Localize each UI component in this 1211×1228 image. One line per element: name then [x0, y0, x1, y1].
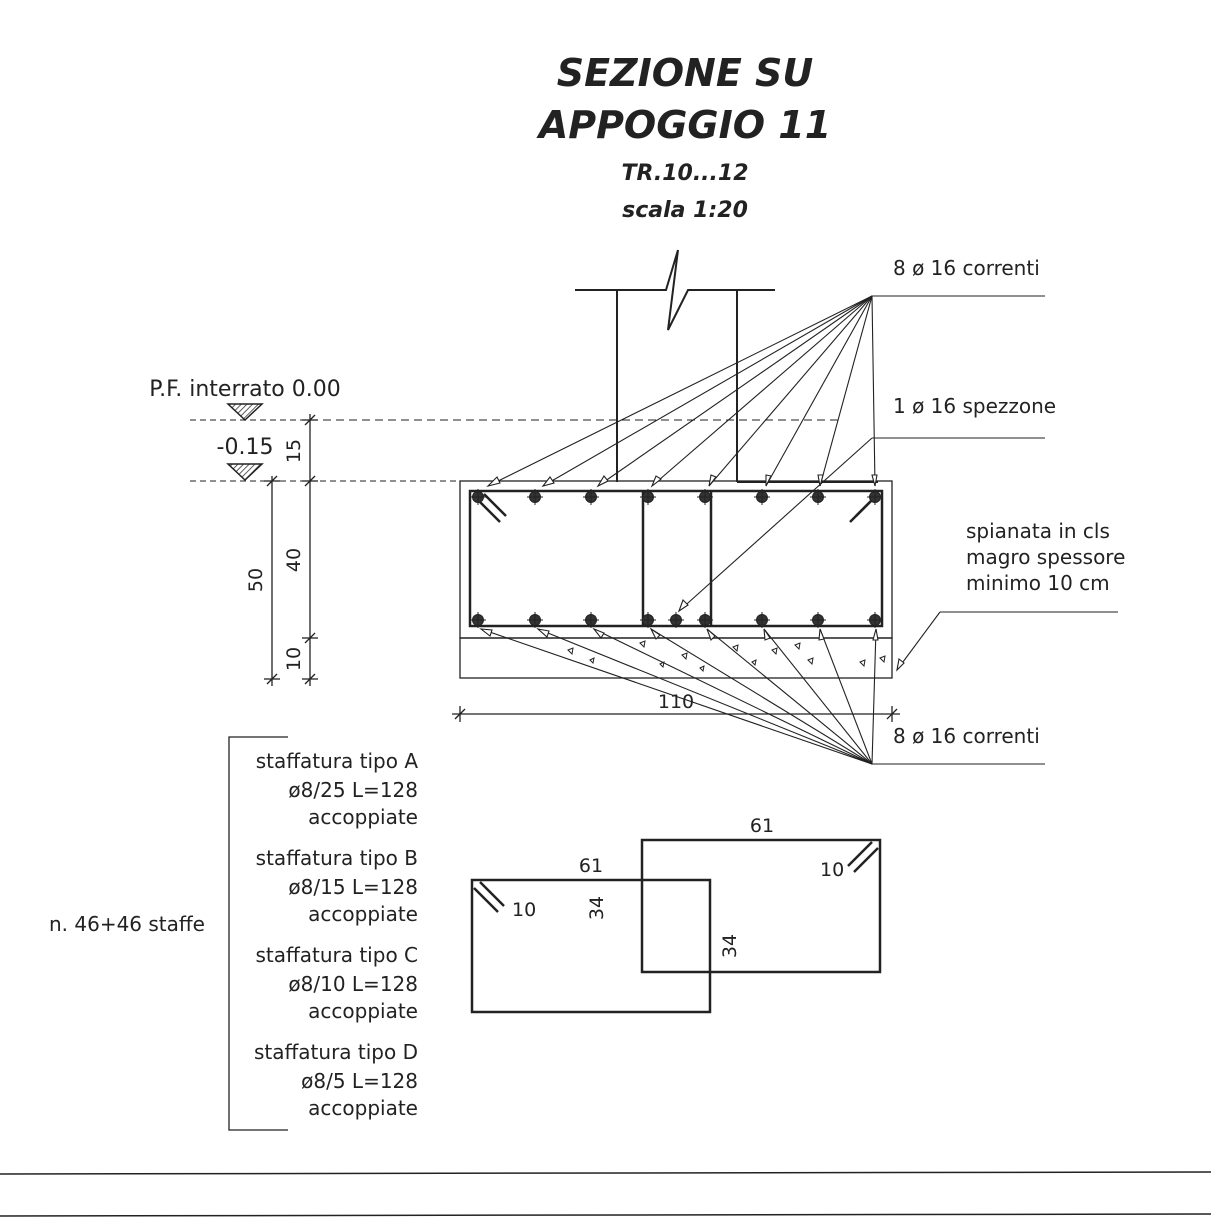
- shape-height-a: 34: [586, 896, 608, 920]
- level-triangle-top: [226, 403, 264, 422]
- callout-concrete-line3: minimo 10 cm: [966, 571, 1110, 595]
- stirrup-type-name: staffatura tipo B: [256, 846, 418, 870]
- shape-height-b: 34: [719, 934, 741, 958]
- shape-width-a: 61: [579, 855, 603, 877]
- stirrup-count-label: n. 46+46 staffe: [49, 912, 205, 936]
- shape-width-b: 61: [750, 815, 774, 837]
- stirrup-bracket: [228, 736, 288, 1131]
- dim-width-110: 110: [658, 691, 694, 713]
- stirrup-type-name: staffatura tipo D: [254, 1040, 418, 1064]
- drawing-title-line2: APPOGGIO 11: [536, 103, 831, 147]
- drawing-subtitle: TR.10...12: [621, 161, 748, 186]
- stirrup-type-note: accoppiate: [308, 902, 418, 926]
- shape-hook-b: 10: [820, 859, 844, 881]
- bottom-bars: [470, 612, 883, 628]
- frame-line-bottom: [0, 1213, 1211, 1217]
- stirrup-hooks-in-section: [477, 493, 879, 523]
- stirrup-type-name: staffatura tipo C: [255, 943, 418, 967]
- stirrup-shape-a: [470, 878, 712, 1014]
- dim-50: 50: [245, 568, 267, 592]
- extra-bar: [668, 612, 684, 628]
- column-break: [575, 249, 878, 483]
- ground-level-label: P.F. interrato 0.00: [149, 377, 340, 402]
- stirrup-type-spec: ø8/5 L=128: [301, 1069, 418, 1093]
- frame-line-top: [0, 1171, 1211, 1175]
- vertical-dimension-lines: [264, 414, 318, 686]
- stirrup-shape-b: [640, 838, 882, 974]
- leader-extra-bar: [677, 437, 1045, 613]
- stirrup-type-spec: ø8/25 L=128: [288, 778, 418, 802]
- callout-extra-bar: 1 ø 16 spezzone: [893, 394, 1056, 418]
- width-dimension: [452, 706, 900, 722]
- bottom-level-label: -0.15: [217, 435, 274, 460]
- leader-lean-concrete: [896, 611, 1118, 672]
- stirrups-in-section: [468, 489, 884, 628]
- level-triangle-bottom: [226, 463, 264, 482]
- stirrup-type-b: staffatura tipo B ø8/15 L=128 accoppiate: [256, 846, 418, 926]
- lean-concrete-aggregate: [567, 640, 886, 673]
- stirrup-type-c: staffatura tipo C ø8/10 L=128 accoppiate: [255, 943, 418, 1023]
- dim-10: 10: [283, 647, 305, 671]
- callout-concrete-line1: spianata in cls: [966, 519, 1110, 543]
- stirrup-type-note: accoppiate: [308, 1096, 418, 1120]
- drawing-scale: scala 1:20: [622, 198, 748, 223]
- leader-bottom-bars: [479, 627, 1045, 765]
- dim-40: 40: [283, 548, 305, 572]
- stirrup-type-d: staffatura tipo D ø8/5 L=128 accoppiate: [254, 1040, 418, 1120]
- beam-outline: [459, 480, 893, 679]
- callout-top-bars: 8 ø 16 correnti: [893, 256, 1040, 280]
- stirrup-type-spec: ø8/10 L=128: [288, 972, 418, 996]
- top-bars: [470, 489, 883, 505]
- callout-concrete-line2: magro spessore: [966, 545, 1125, 569]
- stirrup-type-spec: ø8/15 L=128: [288, 875, 418, 899]
- stirrup-type-note: accoppiate: [308, 805, 418, 829]
- drawing-title-line1: SEZIONE SU: [557, 51, 814, 95]
- callout-bottom-bars: 8 ø 16 correnti: [893, 724, 1040, 748]
- dim-15: 15: [283, 439, 305, 463]
- stirrup-type-name: staffatura tipo A: [256, 749, 419, 773]
- stirrup-type-note: accoppiate: [308, 999, 418, 1023]
- stirrup-type-a: staffatura tipo A ø8/25 L=128 accoppiate: [256, 749, 419, 829]
- leader-top-bars: [486, 295, 1045, 488]
- shape-hook-a: 10: [512, 899, 536, 921]
